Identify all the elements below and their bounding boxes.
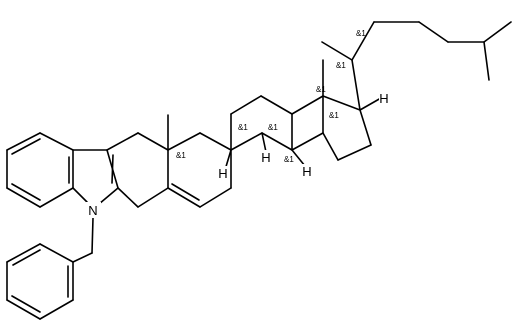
hydrogen-label-c14: H xyxy=(302,164,311,179)
nitrogen-atom-label: N xyxy=(88,203,97,218)
stereo-labels: &1 &1 &1 &1 &1 &1 &1 &1 xyxy=(176,29,366,164)
stereo-label-c13: &1 xyxy=(316,85,326,94)
stereo-label-c17: &1 xyxy=(336,61,346,70)
stereo-label-c13b: &1 xyxy=(329,111,339,120)
bonds xyxy=(6,21,512,320)
stereo-label-c10: &1 xyxy=(176,151,186,160)
stereo-label-c8: &1 xyxy=(268,123,278,132)
stereo-label-c9: &1 xyxy=(238,123,248,132)
atom-labels: N H H H H xyxy=(86,91,390,218)
hydrogen-label-c17: H xyxy=(379,91,388,106)
hydrogen-label-c9: H xyxy=(218,166,227,181)
hydrogen-label-c8: H xyxy=(261,150,270,165)
stereo-label-c20: &1 xyxy=(356,29,366,38)
stereo-label-c14: &1 xyxy=(284,155,294,164)
